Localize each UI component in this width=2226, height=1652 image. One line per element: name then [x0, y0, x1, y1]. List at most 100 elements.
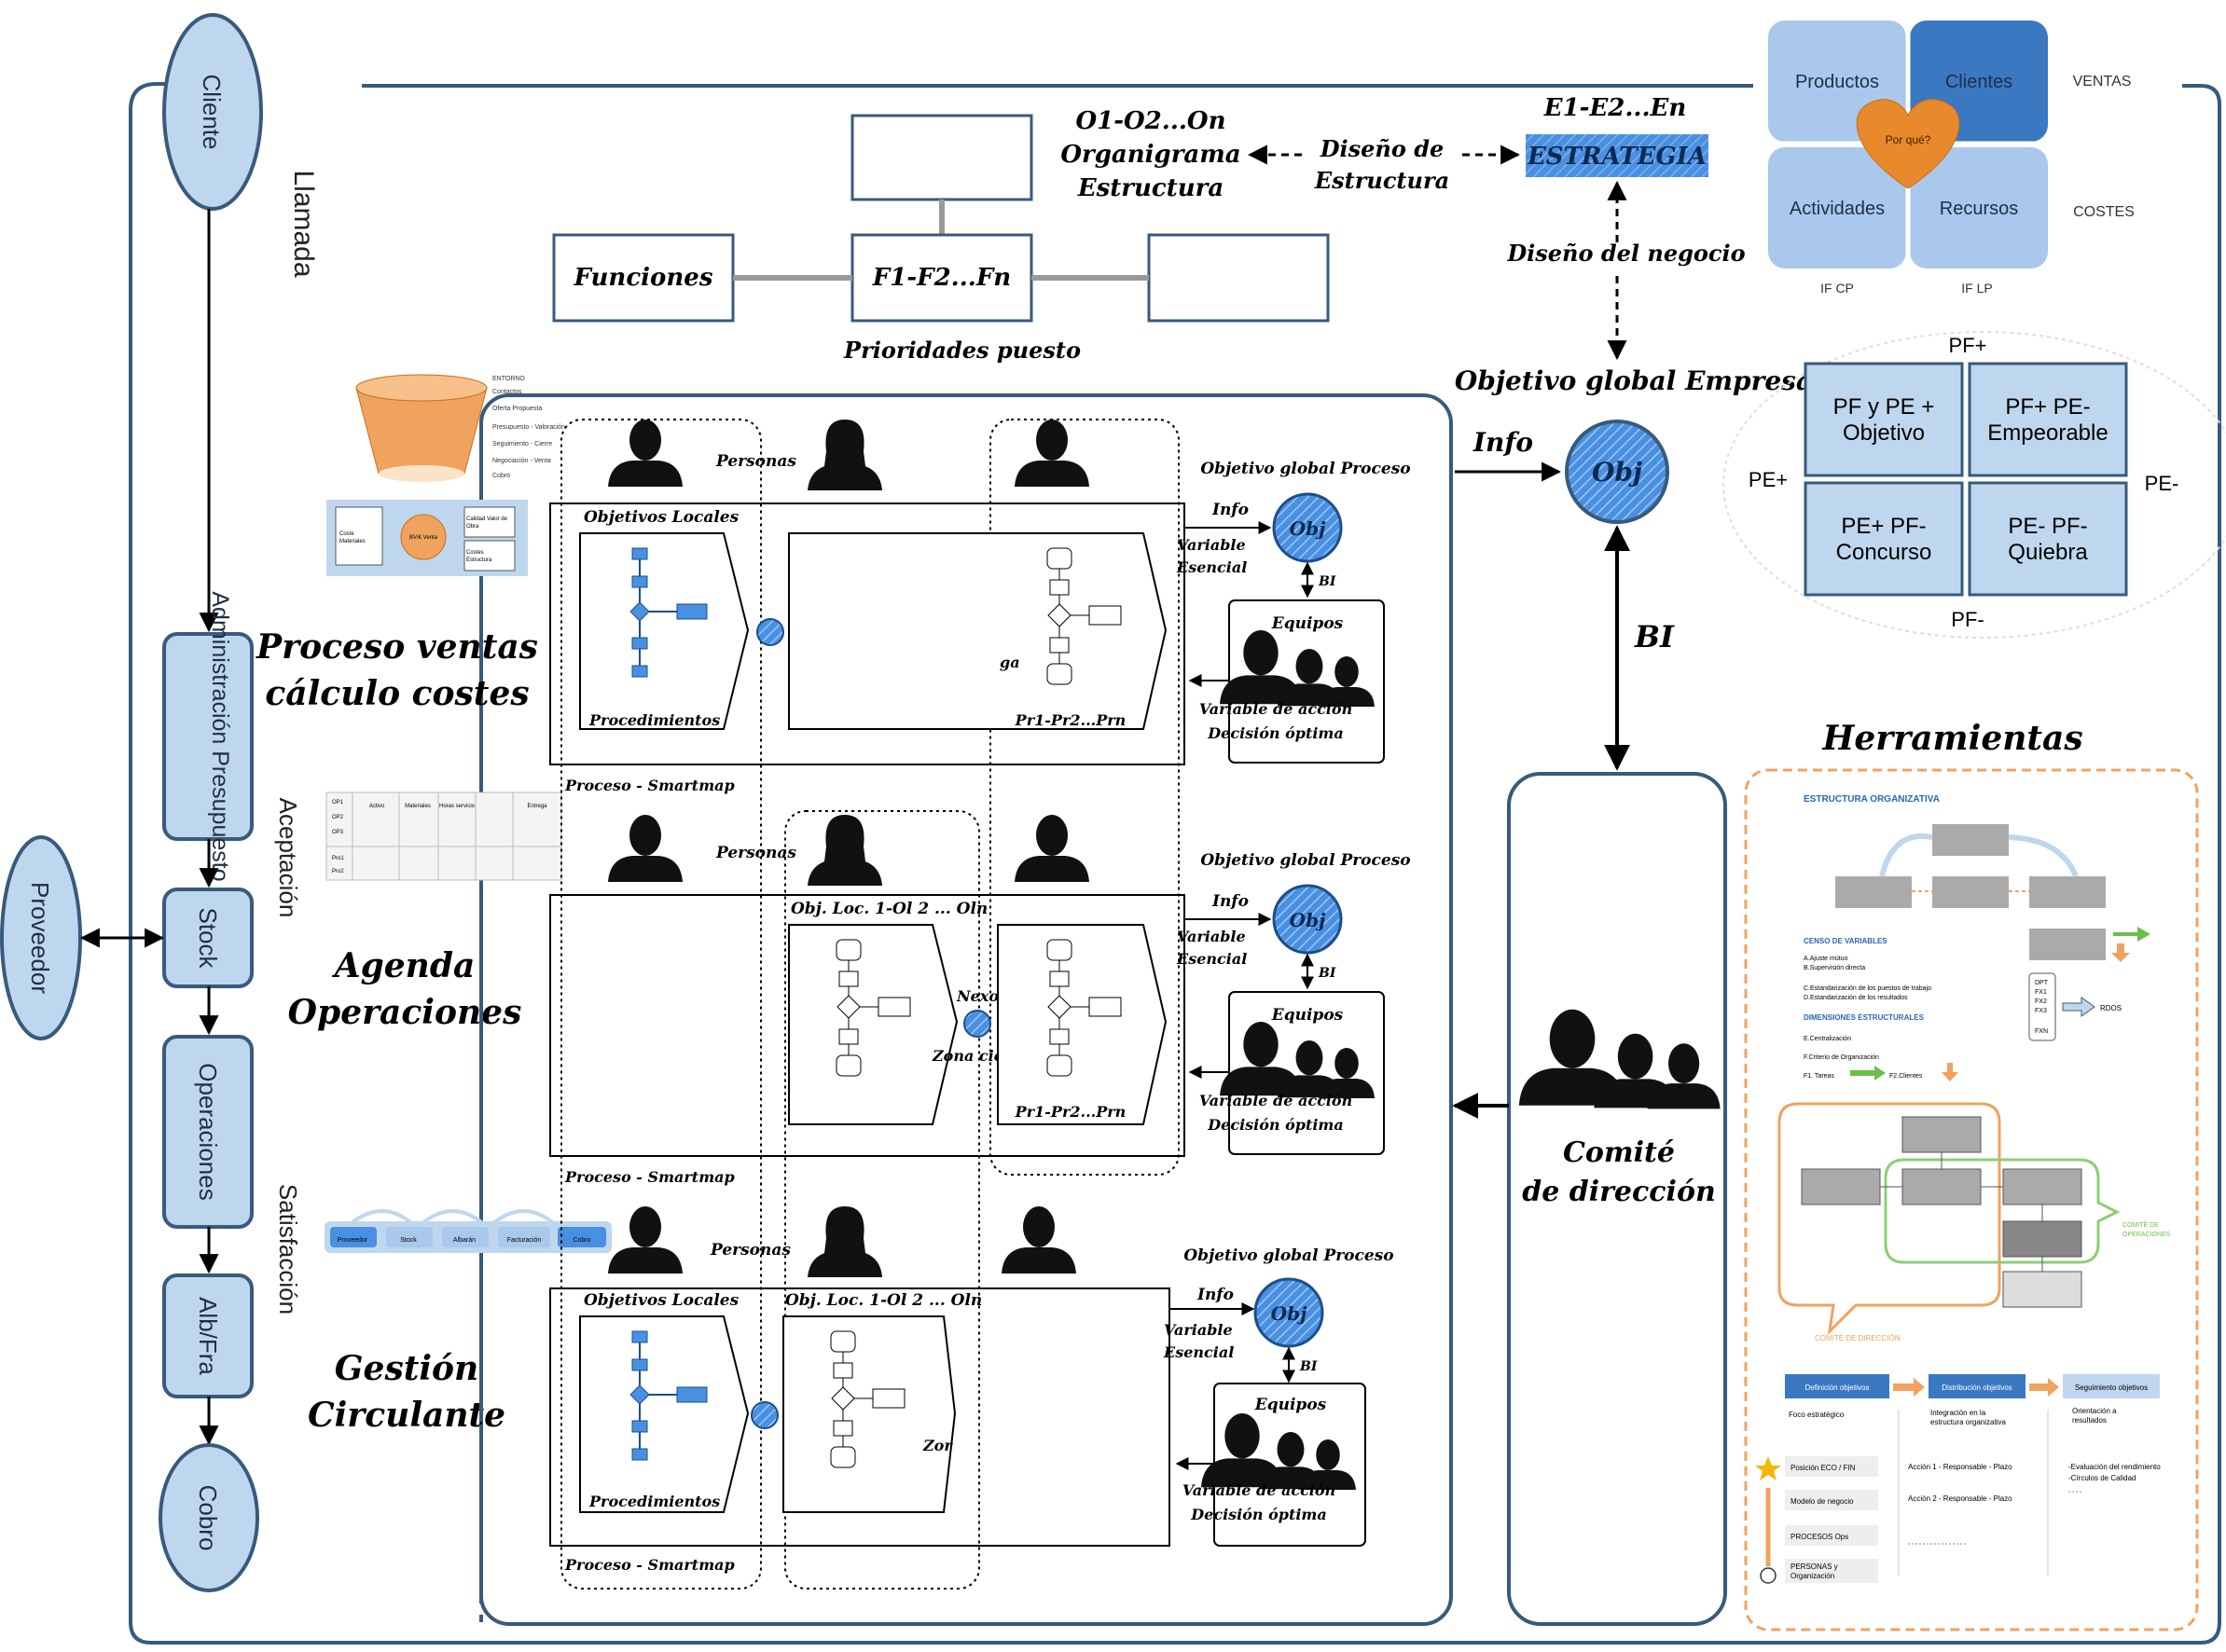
- svg-text:Nexo: Nexo: [956, 987, 999, 1005]
- svg-text:PF+: PF+: [1949, 334, 1987, 357]
- left-flow: Cliente Llamada Administración Presupues…: [0, 13, 319, 1592]
- svg-text:PROCESOS Ops: PROCESOS Ops: [1790, 1533, 1848, 1541]
- svg-text:Agenda: Agenda: [332, 946, 476, 985]
- svg-text:F1-F2...Fn: F1-F2...Fn: [872, 264, 1011, 292]
- svg-text:Seguimiento - Cierre: Seguimiento - Cierre: [492, 441, 552, 447]
- svg-text:BI: BI: [1634, 619, 1675, 654]
- svg-text:Objetivo global Proceso: Objetivo global Proceso: [1200, 851, 1410, 870]
- svg-text:E1-E2...En: E1-E2...En: [1543, 94, 1686, 122]
- svg-text:Zor: Zor: [922, 1437, 953, 1454]
- svg-text:CENSO DE VARIABLES: CENSO DE VARIABLES: [1804, 937, 1887, 945]
- svg-text:DIMENSIONES ESTRUCTURALES: DIMENSIONES ESTRUCTURALES: [1804, 1013, 1925, 1022]
- svg-text:C.Estandarización de los puest: C.Estandarización de los puestos de trab…: [1804, 985, 1931, 992]
- svg-text:F2.Clientes: F2.Clientes: [1889, 1073, 1923, 1080]
- pf-pe-matrix: PF y PE + Objetivo PF+ PE- Empeorable PE…: [1722, 331, 2226, 639]
- svg-text:OPERACIONES: OPERACIONES: [2122, 1232, 2171, 1238]
- svg-text:Oferta Propuesta: Oferta Propuesta: [492, 406, 542, 412]
- svg-text:Contactos: Contactos: [492, 389, 522, 395]
- svg-text:Productos: Productos: [1795, 72, 1879, 92]
- svg-text:Seguimiento objetivos: Seguimiento objetivos: [2075, 1384, 2148, 1392]
- svg-text:Proveedor: Proveedor: [26, 882, 54, 994]
- svg-text:Orientación a: Orientación a: [2072, 1407, 2117, 1415]
- svg-text:Foco estratégico: Foco estratégico: [1789, 1411, 1845, 1419]
- person-icon: [808, 420, 882, 490]
- herramientas-panel: Herramientas ESTRUCTURA ORGANIZATIVA CEN…: [1744, 719, 2199, 1631]
- svg-text:Por qué?: Por qué?: [1886, 133, 1931, 146]
- svg-text:A.Ajuste mútuo: A.Ajuste mútuo: [1804, 956, 1848, 962]
- svg-text:Obj. Loc. 1-Ol 2 ... Oln: Obj. Loc. 1-Ol 2 ... Oln: [791, 900, 988, 918]
- svg-text:Administración Presupuesto: Administración Presupuesto: [207, 591, 233, 881]
- svg-text:Equipos: Equipos: [1271, 1006, 1344, 1025]
- svg-text:Variable: Variable: [1177, 928, 1246, 945]
- svg-text:Acción 1 - Responsable - Plazo: Acción 1 - Responsable - Plazo: [1908, 1463, 2012, 1471]
- svg-text:Calidad Valor de: Calidad Valor de: [466, 516, 508, 522]
- svg-text:Equipos: Equipos: [1271, 614, 1344, 633]
- svg-text:ESTRATEGIA: ESTRATEGIA: [1527, 143, 1707, 171]
- svg-text:PF-: PF-: [1951, 608, 1984, 631]
- svg-text:Activo: Activo: [369, 804, 385, 809]
- svg-text:Proceso - Smartmap: Proceso - Smartmap: [564, 1168, 735, 1186]
- svg-text:Materiales: Materiales: [339, 539, 366, 544]
- svg-text:Empeorable: Empeorable: [1987, 420, 2108, 446]
- svg-text:PE+ PF-: PE+ PF-: [1841, 514, 1926, 539]
- svg-text:Estructura: Estructura: [1314, 167, 1449, 194]
- svg-text:F.Criterio de Organización: F.Criterio de Organización: [1804, 1054, 1879, 1061]
- person-icon: [1015, 815, 1089, 882]
- svg-text:Horas servicio: Horas servicio: [439, 804, 476, 809]
- cobro-node: [159, 1443, 259, 1592]
- llamada-label: Llamada: [288, 170, 319, 277]
- svg-text:Distribución objetivos: Distribución objetivos: [1942, 1384, 2012, 1392]
- svg-text:Diseño del negocio: Diseño del negocio: [1506, 240, 1745, 267]
- svg-text:B.Supervisión directa: B.Supervisión directa: [1804, 965, 1865, 971]
- person-icon: [608, 815, 683, 882]
- svg-text:Info: Info: [1196, 1286, 1234, 1304]
- svg-text:Quiebra: Quiebra: [2008, 540, 2088, 565]
- svg-text:FX2: FX2: [2035, 998, 2047, 1005]
- svg-text:PE-: PE-: [2145, 472, 2179, 495]
- svg-text:Gestión: Gestión: [335, 1349, 478, 1388]
- svg-text:ga: ga: [1000, 654, 1020, 671]
- svg-text:Herramientas: Herramientas: [1821, 719, 2082, 758]
- cliente-node: [162, 13, 263, 211]
- svg-text:E.Centralización: E.Centralización: [1804, 1036, 1851, 1042]
- value-quadrant: Productos Clientes Actividades Recursos …: [1759, 19, 2135, 296]
- svg-text:FXN: FXN: [2035, 1028, 2048, 1035]
- chain-thumbnail: Proveedor Stock Albarán Facturación Cobr…: [325, 1209, 612, 1253]
- process-frame: [479, 393, 1453, 1626]
- svg-text:ENTORNO: ENTORNO: [492, 376, 525, 382]
- svg-text:de dirección: de dirección: [1522, 1176, 1716, 1208]
- svg-text:Entrega: Entrega: [527, 804, 547, 809]
- person-icon: [1015, 420, 1089, 487]
- svg-text:COSTES: COSTES: [2073, 204, 2135, 220]
- svg-text:Obj: Obj: [1290, 909, 1326, 931]
- svg-text:BI: BI: [1318, 966, 1336, 981]
- svg-text:ESTRUCTURA ORGANIZATIVA: ESTRUCTURA ORGANIZATIVA: [1804, 794, 1940, 805]
- process-labels: Proceso ventas cálculo costes Agenda Ope…: [256, 627, 538, 1622]
- svg-text:-Círculos de Calidad: -Círculos de Calidad: [2068, 1474, 2136, 1482]
- svg-text:Personas: Personas: [715, 452, 796, 471]
- person-icon: [808, 815, 882, 886]
- svg-text:Stock: Stock: [400, 1237, 417, 1244]
- svg-text:Procedimientos: Procedimientos: [588, 1493, 720, 1510]
- svg-text:cálculo costes: cálculo costes: [265, 674, 529, 713]
- svg-text:Aceptación: Aceptación: [274, 798, 302, 918]
- svg-text:Obra: Obra: [466, 524, 479, 530]
- svg-text:DPT: DPT: [2035, 980, 2049, 986]
- svg-text:Obj: Obj: [1290, 517, 1326, 540]
- svg-text:Procedimientos: Procedimientos: [588, 711, 720, 729]
- person-icon: [1002, 1206, 1076, 1273]
- svg-text:Variable de acción: Variable de acción: [1199, 700, 1352, 718]
- svg-text:Pro2: Pro2: [332, 869, 344, 874]
- svg-text:Comité: Comité: [1563, 1136, 1675, 1169]
- svg-text:BI: BI: [1318, 574, 1336, 589]
- svg-text:IF LP: IF LP: [1961, 281, 1992, 296]
- svg-text:OP2: OP2: [332, 815, 344, 820]
- svg-text:Alb/Fra: Alb/Fra: [194, 1297, 222, 1375]
- svg-text:Objetivos Locales: Objetivos Locales: [584, 1291, 740, 1310]
- svg-text:Info: Info: [1211, 892, 1249, 911]
- comite-frame: [1507, 772, 1727, 1626]
- svg-text:Variable de acción: Variable de acción: [1182, 1481, 1335, 1499]
- svg-text:Variable: Variable: [1164, 1321, 1233, 1339]
- svg-text:Clientes: Clientes: [1945, 72, 2012, 92]
